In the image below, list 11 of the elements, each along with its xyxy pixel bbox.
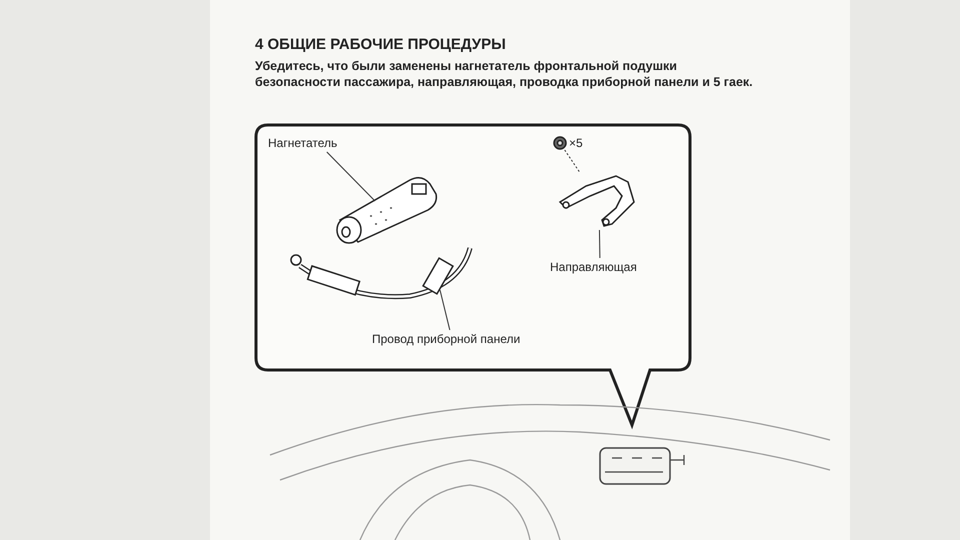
section-heading: 4 ОБЩИЕ РАБОЧИЕ ПРОЦЕДУРЫ — [255, 36, 506, 53]
leader-line — [564, 150, 580, 172]
quantity-label: ×5 — [569, 135, 583, 152]
leader-line — [598, 230, 600, 258]
part-label: Нагнетатель — [268, 134, 368, 152]
part-label: Провод приборной панели — [372, 330, 532, 348]
instruction-text: Убедитесь, что были заменены нагнетатель фронтальной подушки безопасности пассажира, направляющая, проводка приборной панели и 5 гаек. — [255, 58, 754, 90]
leader-line — [440, 290, 450, 330]
leader-line — [326, 152, 376, 202]
part-label: Направляющая — [550, 258, 650, 276]
nut-icon — [553, 136, 567, 150]
